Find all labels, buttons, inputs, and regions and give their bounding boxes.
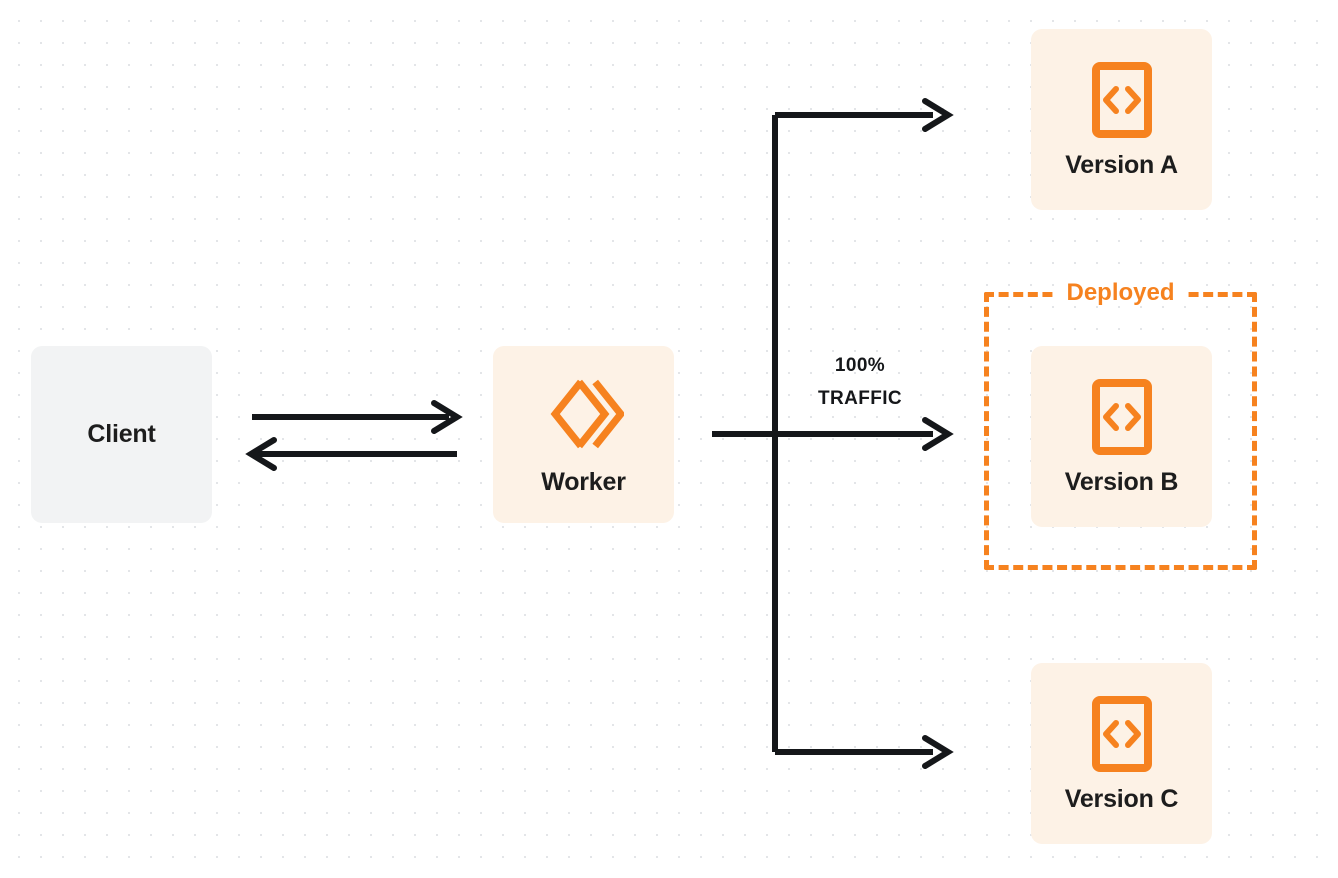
traffic-word: TRAFFIC xyxy=(817,387,903,409)
code-document-icon xyxy=(1091,61,1153,139)
node-worker-label: Worker xyxy=(541,468,626,496)
node-worker[interactable]: Worker xyxy=(493,346,674,523)
deployed-group: Deployed xyxy=(984,281,1257,570)
code-document-icon xyxy=(1091,378,1153,456)
node-version-b[interactable]: Version B xyxy=(1031,346,1212,527)
node-client[interactable]: Client xyxy=(31,346,212,523)
edge-worker-to-version-b xyxy=(712,417,954,451)
node-version-a[interactable]: Version A xyxy=(1031,29,1212,210)
node-client-label: Client xyxy=(87,420,156,448)
cloudflare-workers-logo-icon xyxy=(544,374,624,454)
node-version-c[interactable]: Version C xyxy=(1031,663,1212,844)
edge-worker-to-version-c xyxy=(775,735,954,769)
edge-client-to-worker xyxy=(252,400,463,434)
code-document-icon xyxy=(1091,695,1153,773)
traffic-label: 100% TRAFFIC xyxy=(790,350,930,415)
edge-worker-to-version-a xyxy=(775,98,954,132)
node-version-a-label: Version A xyxy=(1065,151,1178,179)
node-version-b-label: Version B xyxy=(1064,468,1179,496)
traffic-percent: 100% xyxy=(834,355,886,376)
edge-worker-to-client xyxy=(245,437,457,471)
node-version-c-label: Version C xyxy=(1064,785,1179,813)
deployed-group-label: Deployed xyxy=(1053,281,1188,305)
